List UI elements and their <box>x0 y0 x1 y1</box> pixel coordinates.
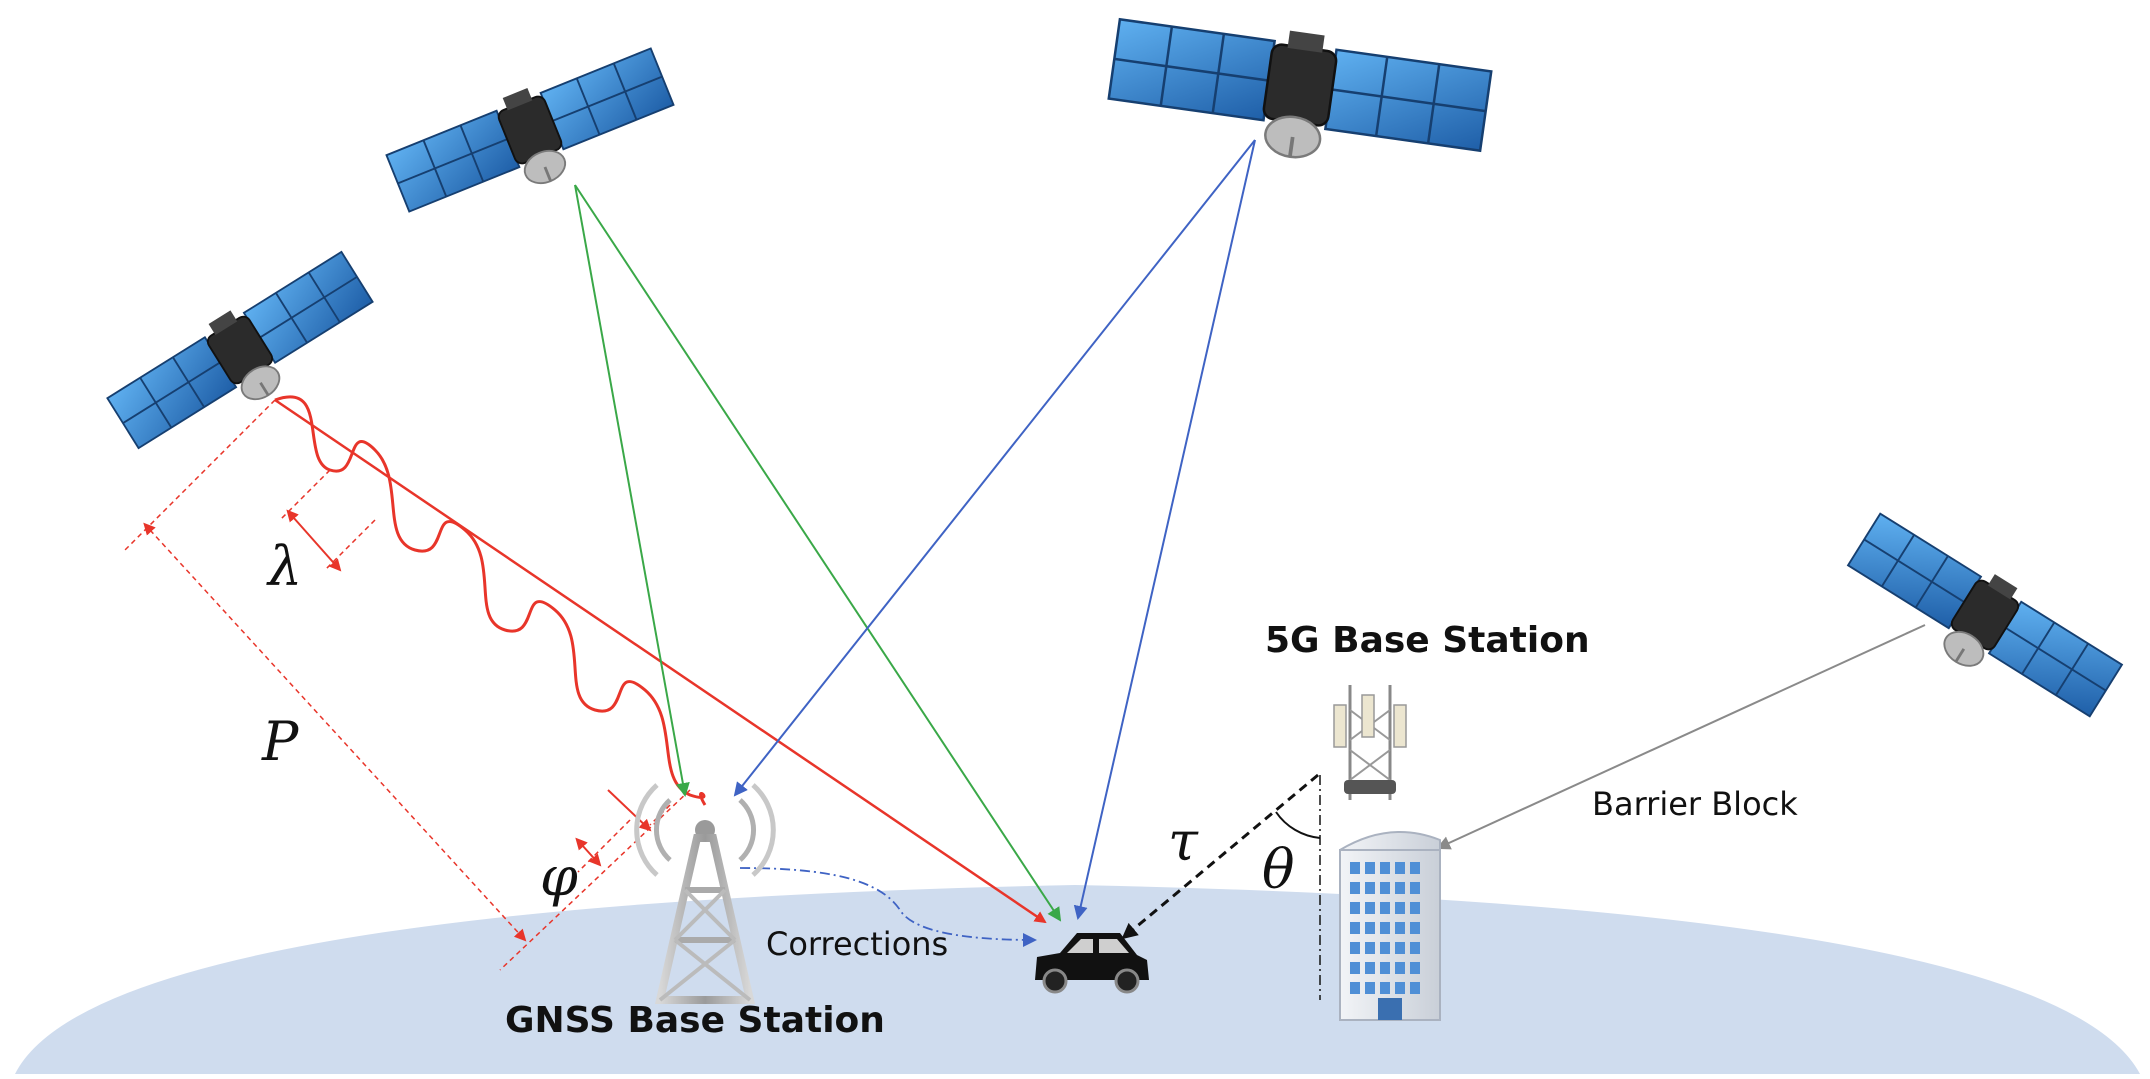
phase-arrow-2 <box>607 789 652 832</box>
phase-tick-2 <box>649 804 671 826</box>
car-icon <box>1035 933 1149 994</box>
satellite-3-icon <box>1102 5 1495 185</box>
satellite-4-icon <box>1833 504 2129 739</box>
building-icon <box>1339 831 1441 1021</box>
lambda-symbol: λ <box>268 535 303 598</box>
theta-symbol: θ <box>1262 838 1295 901</box>
satellite-1-icon <box>101 242 387 470</box>
fiveg-base-station-label: 5G Base Station <box>1265 620 1590 661</box>
sat2-to-gnss-line <box>574 184 690 797</box>
phase-tick-1 <box>577 819 631 873</box>
fiveg-tower-icon <box>1333 685 1407 800</box>
corrections-label: Corrections <box>766 925 949 963</box>
satellite-2-icon <box>381 38 685 236</box>
sat4-to-building-line <box>1436 624 1926 850</box>
pseudorange-arrow <box>143 522 527 942</box>
gnss-base-station-label: GNSS Base Station <box>505 1000 885 1041</box>
angle-arc <box>1275 811 1321 839</box>
sat2-to-car-line <box>574 184 1062 922</box>
tau-symbol: τ <box>1168 810 1198 873</box>
lambda-arrow <box>286 509 342 572</box>
barrier-block-label: Barrier Block <box>1592 785 1798 823</box>
lambda-tick-1 <box>279 469 331 521</box>
sat3-to-gnss-line <box>733 139 1256 797</box>
phase-symbol: φ <box>540 845 578 908</box>
gnss-tower-icon <box>634 783 776 1004</box>
sat1-dashed-bottom <box>499 789 691 971</box>
fiveg-to-car-line <box>1121 773 1319 940</box>
carrier-wave <box>274 395 707 806</box>
phase-arrow <box>575 837 602 867</box>
sat3-to-car-line <box>1073 139 1256 920</box>
corrections-link <box>739 867 1037 947</box>
pseudorange-symbol: P <box>262 710 299 773</box>
